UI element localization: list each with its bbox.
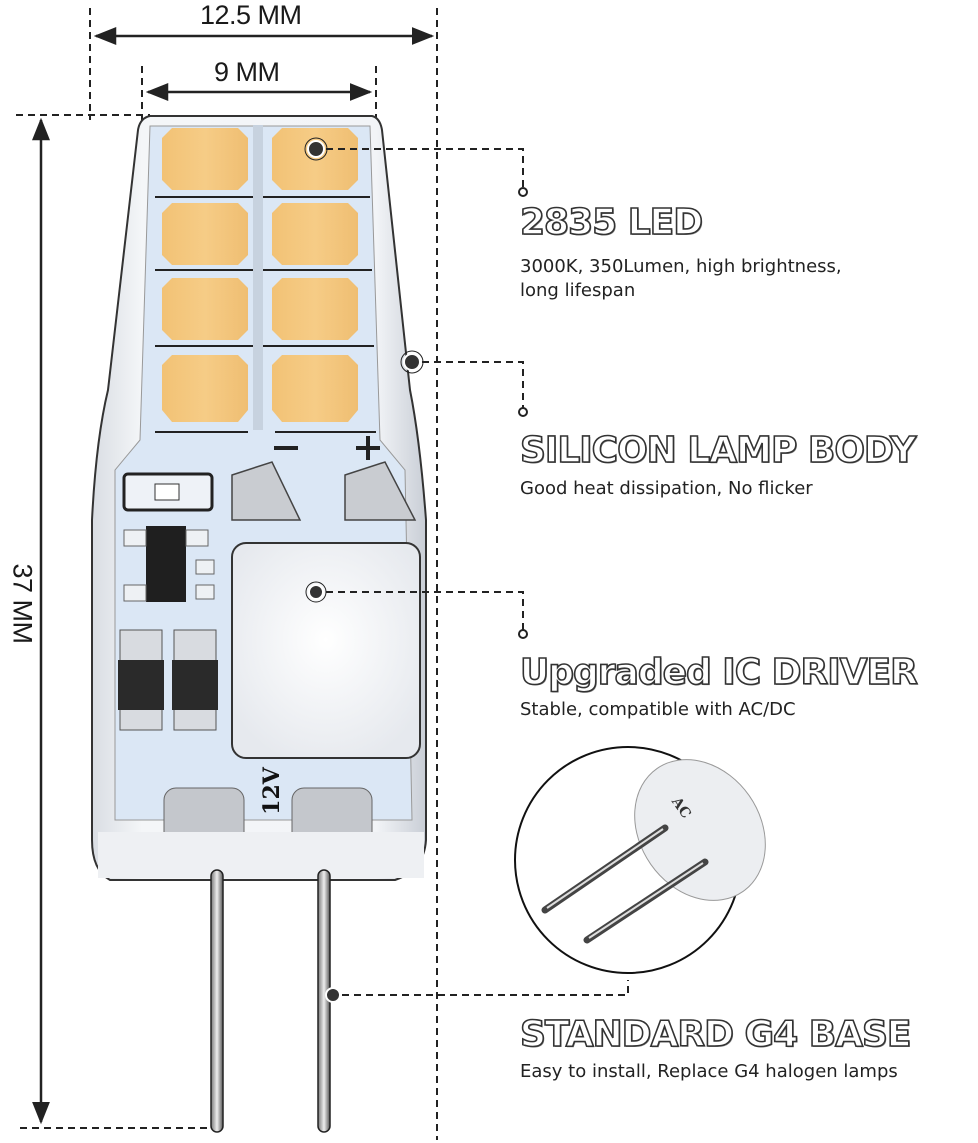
feature-desc-driver: Stable, compatible with AC/DC xyxy=(520,699,796,720)
feature-title-base: STANDARD G4 BASE xyxy=(519,1013,912,1056)
g4-pins xyxy=(210,869,331,1133)
feature-desc-body: Good heat dissipation, No flicker xyxy=(520,478,813,499)
dimension-label-width-inner: 9 MM xyxy=(214,57,280,87)
feature-desc-base: Easy to install, Replace G4 halogen lamp… xyxy=(520,1061,898,1082)
smd-components xyxy=(118,472,218,731)
led-chips xyxy=(162,128,358,422)
base-inset-circle xyxy=(514,746,766,974)
dimension-label-width-outer: 12.5 MM xyxy=(200,0,302,30)
polarity-marks xyxy=(274,436,380,460)
feature-title-body: SILICON LAMP BODY xyxy=(519,429,917,472)
ic-driver xyxy=(231,542,421,759)
voltage-marking: 12V xyxy=(258,767,285,815)
callout-driver xyxy=(305,581,528,639)
feature-desc-led-2: long lifespan xyxy=(520,280,636,301)
callout-led xyxy=(304,137,528,197)
dimension-label-height: 37 MM xyxy=(7,563,38,644)
callout-base xyxy=(325,980,629,1003)
callout-body xyxy=(400,350,528,417)
feature-title-driver: Upgraded IC DRIVER xyxy=(519,651,918,694)
feature-title-led: 2835 LED xyxy=(519,201,704,244)
dimension-height xyxy=(16,114,210,1129)
feature-desc-led-1: 3000K, 350Lumen, high brightness, xyxy=(520,256,842,277)
base-sockets xyxy=(98,787,424,878)
pin-sockets xyxy=(231,461,417,521)
dimension-width-outer xyxy=(89,8,438,1140)
